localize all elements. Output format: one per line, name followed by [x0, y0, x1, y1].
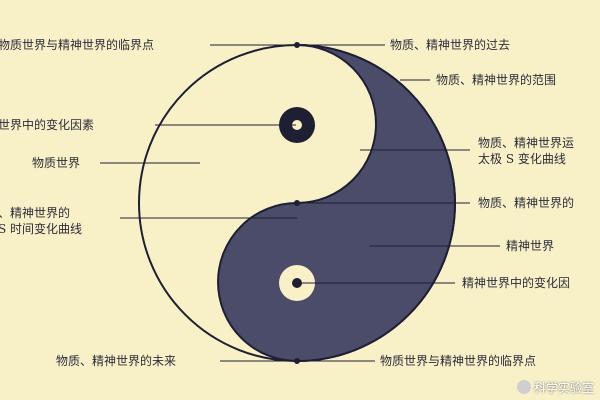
label-past: 物质、精神世界的过去 — [390, 38, 511, 52]
label-spirit-world-curve-2: S 时间变化曲线 — [0, 222, 83, 236]
label-critical-point-bottom: 物质世界与精神世界的临界点 — [380, 354, 537, 368]
dark-eye-center — [292, 120, 302, 130]
label-right-world: 物质、精神世界的 — [478, 196, 575, 210]
label-spiritual-world: 精神世界 — [506, 239, 555, 253]
label-change-factor-left: 世界中的变化因素 — [0, 118, 95, 132]
dot-top — [294, 42, 300, 48]
axis-dots — [294, 42, 300, 364]
dot-bottom — [294, 358, 300, 364]
watermark-text: 科学实验室 — [533, 381, 594, 395]
dot-center — [294, 200, 300, 206]
label-future: 物质、精神世界的未来 — [56, 354, 177, 368]
label-s-curve-1: 物质、精神世界运 — [478, 136, 575, 150]
label-s-curve-2: 太极 S 变化曲线 — [478, 152, 566, 166]
label-spirit-world-curve-1: 、精神世界的 — [0, 206, 71, 220]
watermark: 科学实验室 — [516, 379, 594, 396]
label-range: 物质、精神世界的范围 — [436, 73, 557, 87]
wechat-icon — [516, 380, 531, 394]
label-material-world: 物质世界 — [32, 156, 81, 170]
label-critical-point-top: 物质世界与精神世界的临界点 — [0, 38, 155, 52]
label-change-factor-right: 精神世界中的变化因 — [462, 276, 571, 290]
